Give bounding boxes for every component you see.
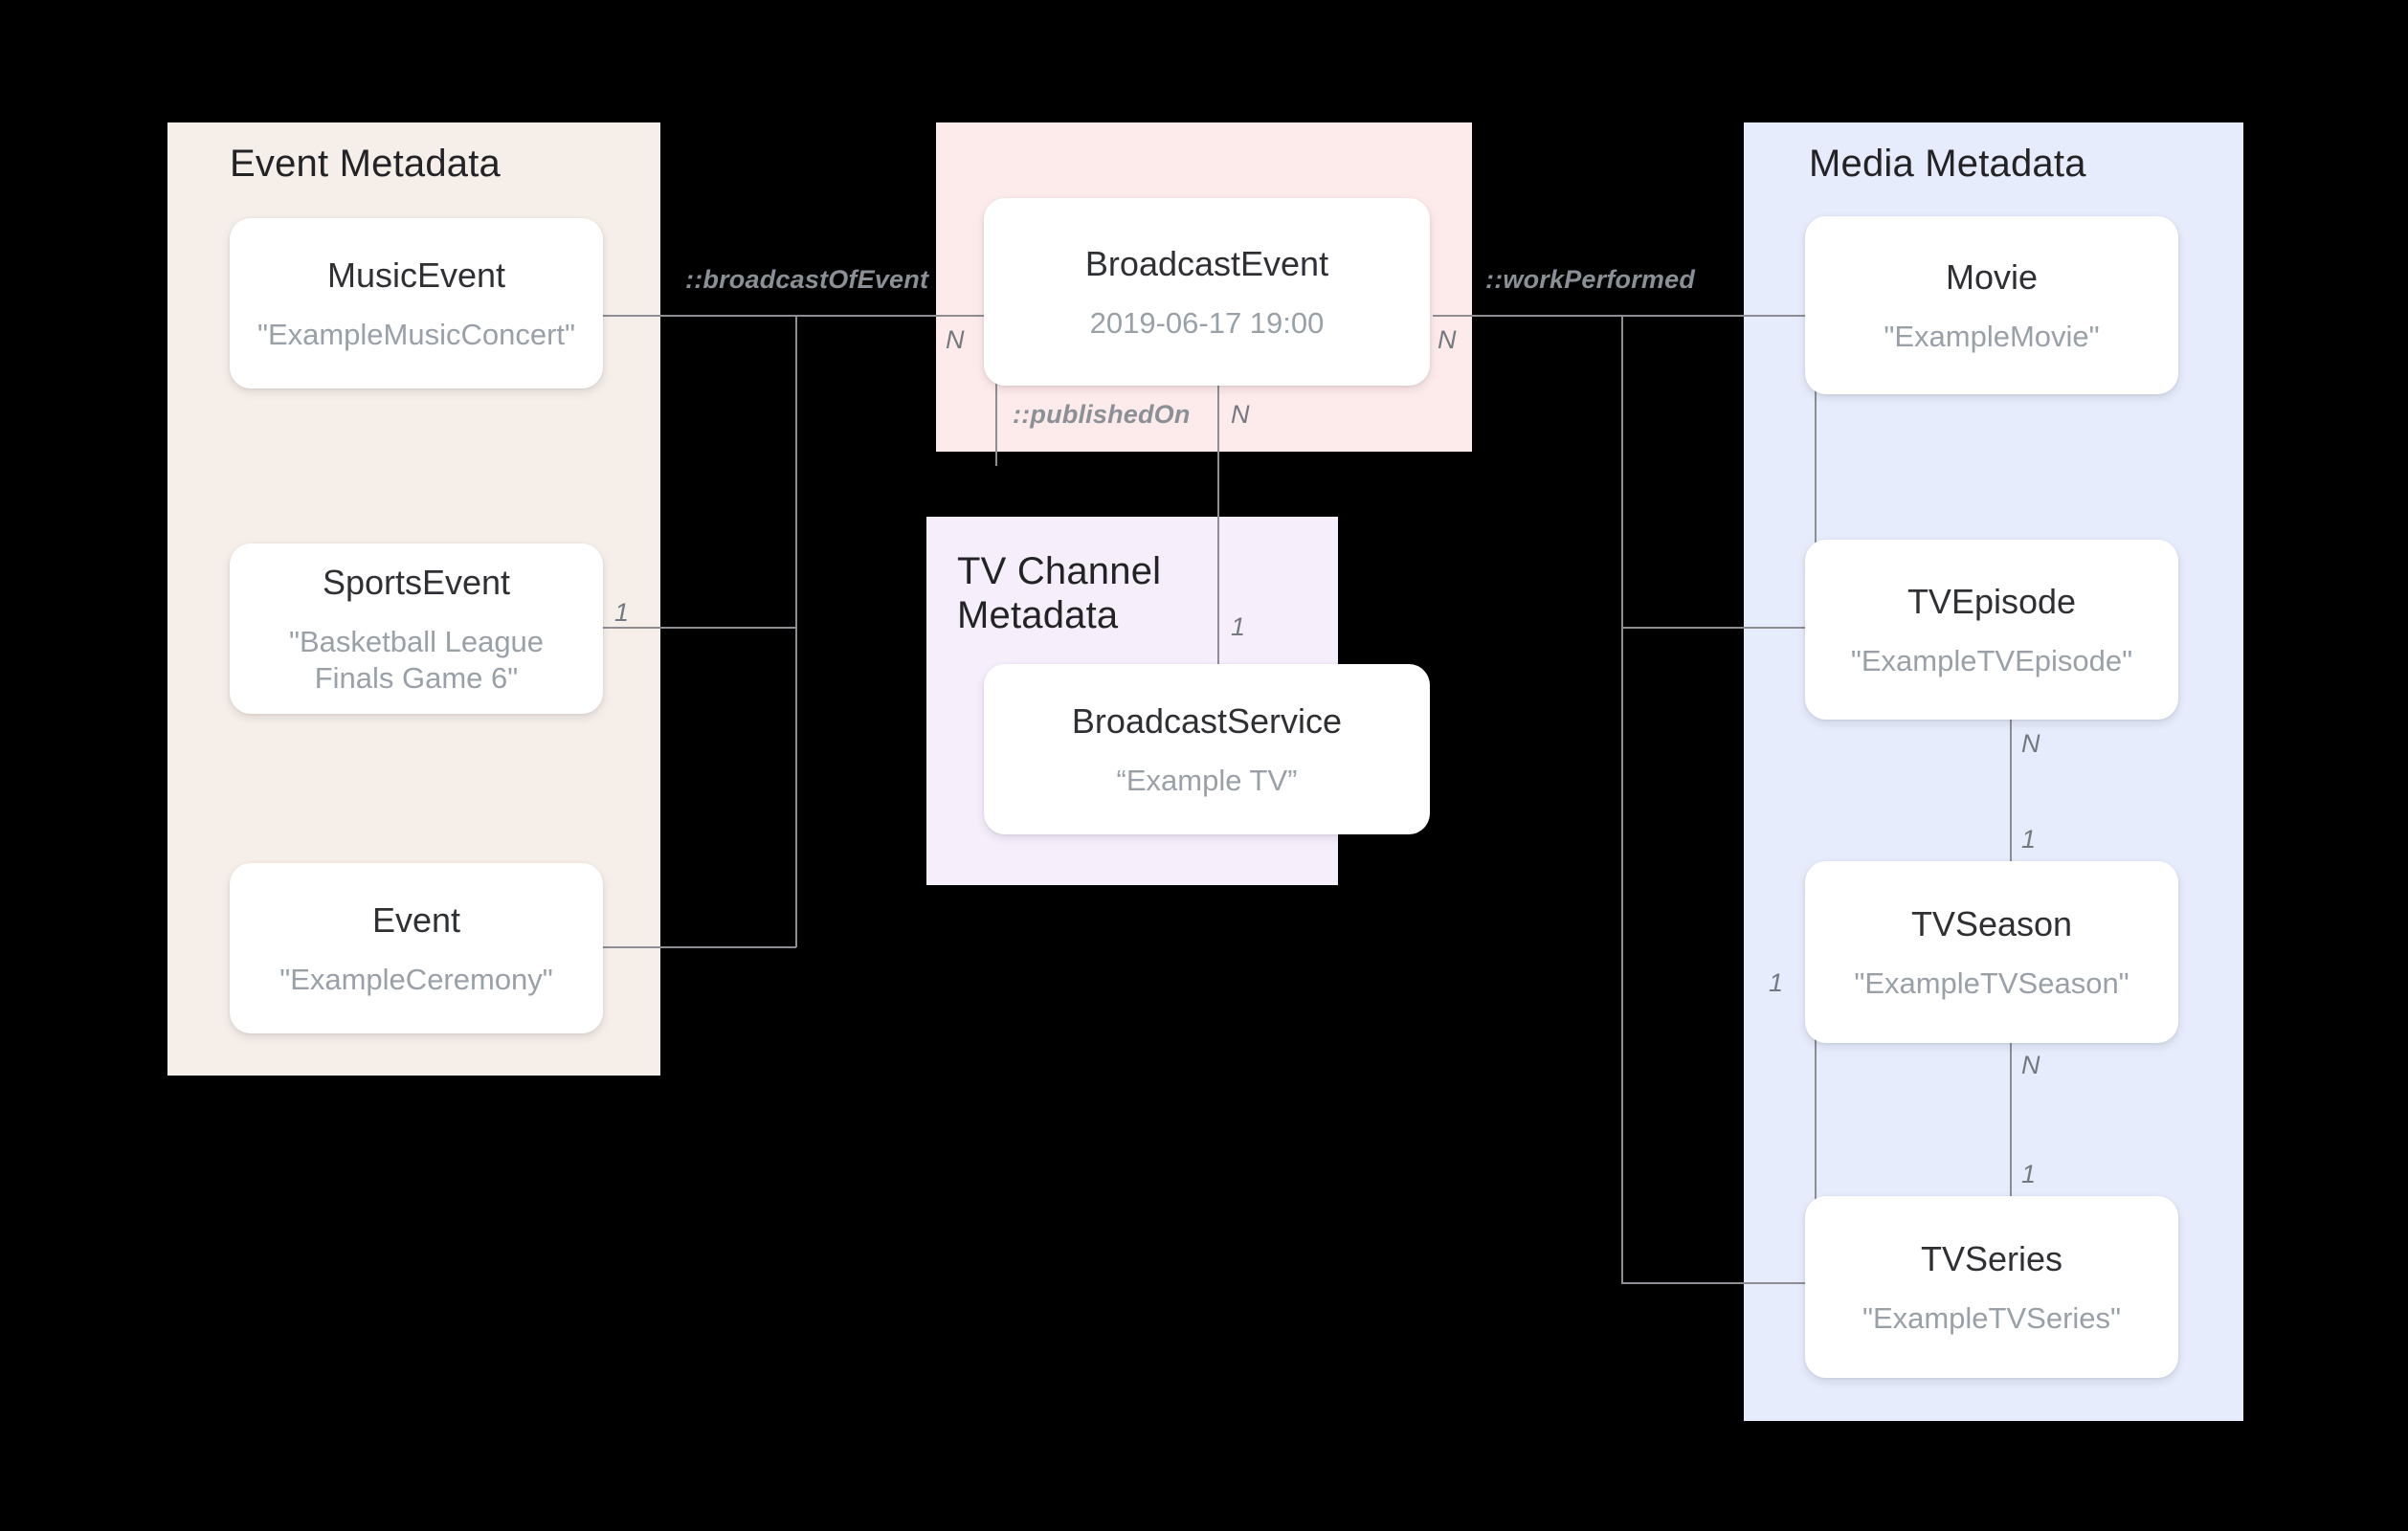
relation-label-work-performed: ::workPerformed (1485, 265, 1696, 294)
cardinality-media-left-1: 1 (1769, 968, 1784, 997)
node-broadcast-event[interactable]: BroadcastEvent 2019-06-17 19:00 (984, 198, 1430, 386)
edge-right-bus-to-tvepisode (1621, 627, 1813, 629)
cardinality-published-on-n: N (1231, 400, 1250, 429)
node-broadcast-service-type: BroadcastService (1071, 700, 1343, 741)
cardinality-season-1: 1 (2021, 825, 2037, 854)
edge-tvseason-to-tvseries (2010, 1043, 2012, 1221)
node-tv-series-value: "ExampleTVSeries" (1862, 1300, 2122, 1335)
node-music-event-type: MusicEvent (326, 255, 506, 295)
cardinality-event-side-1: 1 (614, 598, 630, 627)
edge-event-to-bus (598, 946, 796, 948)
node-movie-type: Movie (1945, 256, 2039, 297)
node-event-value: "ExampleCeremony" (279, 962, 553, 996)
node-tv-episode-type: TVEpisode (1906, 581, 2077, 621)
edge-right-bus-riser (1815, 315, 1817, 631)
node-tv-season-type: TVSeason (1910, 903, 2073, 943)
cardinality-series-1: 1 (2021, 1160, 2037, 1188)
panel-title-media-metadata: Media Metadata (1809, 143, 2086, 185)
cardinality-season-n: N (2021, 1051, 2040, 1079)
node-tv-season-value: "ExampleTVSeason" (1854, 965, 2129, 1000)
edge-right-vertical-bus (1621, 315, 1623, 1284)
node-sports-event-type: SportsEvent (322, 562, 511, 602)
edge-bus-to-broadcastevent (795, 315, 996, 317)
cardinality-broadcast-left-n: N (946, 325, 965, 354)
node-movie-value: "ExampleMovie" (1884, 319, 2100, 353)
relation-label-published-on: ::publishedOn (1013, 400, 1191, 429)
panel-title-tv-channel-metadata: TV Channel Metadata (957, 550, 1162, 636)
edge-left-vertical-bus (795, 315, 797, 947)
edge-right-bus-riser-lower (1815, 966, 1817, 1284)
node-broadcast-service[interactable]: BroadcastService “Example TV” (984, 664, 1430, 834)
cardinality-broadcast-right-n: N (1438, 325, 1457, 354)
node-tv-series[interactable]: TVSeries "ExampleTVSeries" (1805, 1196, 2178, 1378)
cardinality-episode-n: N (2021, 729, 2040, 758)
edge-broadcastevent-left-riser (995, 315, 997, 466)
node-broadcast-event-value: 2019-06-17 19:00 (1089, 305, 1325, 340)
node-event-type: Event (371, 899, 461, 940)
node-tv-season[interactable]: TVSeason "ExampleTVSeason" (1805, 861, 2178, 1043)
node-tv-series-type: TVSeries (1920, 1238, 2063, 1278)
node-sports-event-value: "Basketball League Finals Game 6" (288, 624, 545, 695)
cardinality-broadcast-service-1: 1 (1231, 612, 1246, 641)
panel-title-event-metadata: Event Metadata (230, 143, 501, 185)
node-sports-event[interactable]: SportsEvent "Basketball League Finals Ga… (230, 544, 603, 714)
edge-right-bus-to-tvseries (1621, 1282, 1813, 1284)
node-music-event-value: "ExampleMusicConcert" (256, 317, 576, 351)
node-music-event[interactable]: MusicEvent "ExampleMusicConcert" (230, 218, 603, 388)
edge-sportsevent-to-bus (598, 627, 796, 629)
node-movie[interactable]: Movie "ExampleMovie" (1805, 216, 2178, 394)
edge-broadcastevent-to-right-bus (1433, 315, 1816, 317)
edge-broadcastevent-to-broadcastservice (1217, 383, 1219, 666)
node-broadcast-service-value: “Example TV” (1116, 763, 1298, 797)
edge-tvepisode-to-tvseason (2010, 720, 2012, 905)
node-tv-episode[interactable]: TVEpisode "ExampleTVEpisode" (1805, 540, 2178, 720)
node-tv-episode-value: "ExampleTVEpisode" (1850, 643, 2133, 677)
node-broadcast-event-type: BroadcastEvent (1084, 243, 1329, 283)
edge-musicevent-to-bus (598, 315, 796, 317)
relation-label-broadcast-of-event: ::broadcastOfEvent (685, 265, 929, 294)
node-event[interactable]: Event "ExampleCeremony" (230, 863, 603, 1033)
